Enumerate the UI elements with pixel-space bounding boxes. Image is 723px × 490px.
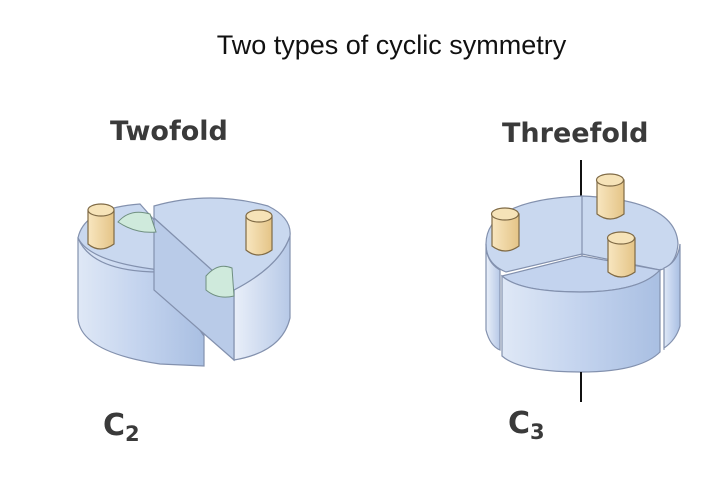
threefold-label: Threefold <box>502 118 649 149</box>
twofold-symbol-subscript: 2 <box>125 422 140 446</box>
threefold-symbol-letter: C <box>508 406 531 441</box>
twofold-contact-lower <box>205 265 235 298</box>
twofold-dimer <box>77 197 291 367</box>
page-title: Two types of cyclic symmetry <box>216 30 567 60</box>
twofold-contact-upper <box>117 211 157 233</box>
twofold-symbol: C2 <box>103 408 140 446</box>
twofold-label: Twofold <box>110 116 228 147</box>
threefold-trimer <box>485 160 681 402</box>
twofold-symbol-letter: C <box>103 408 126 443</box>
threefold-peg-right <box>606 231 636 278</box>
twofold-peg-right <box>245 209 273 256</box>
threefold-peg-left <box>490 207 520 252</box>
threefold-symbol-subscript: 3 <box>530 420 545 444</box>
threefold-subunit-front-side <box>501 268 661 373</box>
threefold-subunit-right-side <box>663 243 681 350</box>
twofold-subunit-left-side <box>77 237 205 367</box>
threefold-symbol: C3 <box>508 406 545 444</box>
twofold-peg-left <box>87 203 115 250</box>
threefold-peg-back <box>595 173 625 220</box>
